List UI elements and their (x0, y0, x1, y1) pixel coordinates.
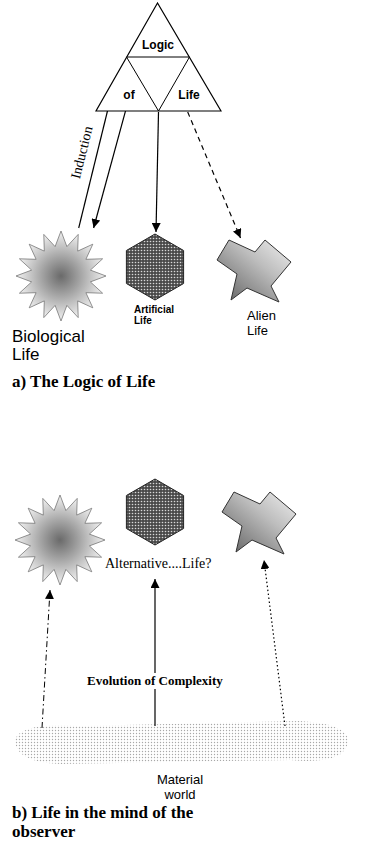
biological-life-node: Biological Life (12, 228, 127, 367)
hexagon-shape (126, 234, 183, 300)
arrow-label: Evolution of Complexity (85, 673, 225, 689)
alien-shape (217, 240, 291, 302)
starburst-shape (12, 228, 110, 324)
alien-shape (215, 238, 295, 306)
evolution-arrow (264, 560, 285, 726)
axis-label: Alternative....Life? (105, 555, 265, 572)
evolution-arrow (42, 590, 50, 728)
triangle-outline (95, 2, 222, 112)
arrow-connector (188, 112, 241, 238)
region-label: Material world (142, 772, 218, 802)
starburst-shape (16, 231, 106, 321)
logic-triangle: Logic of Life (95, 2, 222, 112)
starburst-shape (15, 495, 105, 585)
node-text: Alien Life (247, 308, 289, 338)
triangle-outline (96, 3, 221, 111)
arrow-connector (156, 112, 159, 232)
triangle-divider (127, 57, 190, 111)
hexagon-shape (126, 479, 183, 545)
node-text: Logic (133, 38, 183, 52)
alien-shape (222, 492, 296, 554)
alien-life-node: Alien Life (215, 238, 300, 341)
node-text: of (117, 88, 141, 102)
material-world-ground (15, 721, 348, 764)
evolution-arrow (154, 579, 155, 726)
figure-caption: b) Life in the mind of the observer (12, 803, 257, 841)
figure-caption: a) The Logic of Life (12, 372, 262, 392)
artificial-life-node: Artificial Life (120, 232, 192, 329)
hexagon-shape (120, 232, 190, 302)
node-text: Artificial Life (134, 304, 186, 326)
node-text: Biological Life (12, 328, 112, 364)
node-text: Life (173, 88, 205, 102)
